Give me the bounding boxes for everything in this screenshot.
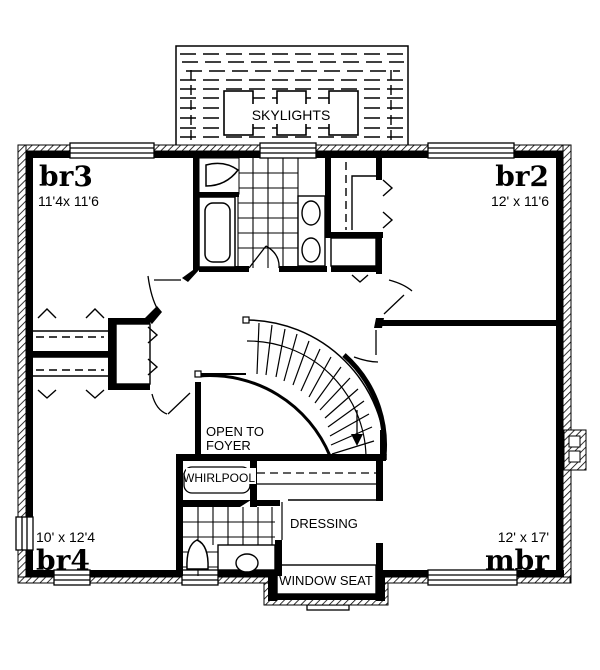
room-mbr: 12' x 17' mbr bbox=[485, 529, 550, 577]
room-dimensions-mbr: 12' x 17' bbox=[498, 529, 549, 545]
sink-icon bbox=[301, 237, 321, 263]
sink-icon bbox=[235, 553, 259, 573]
window-seat-label: WINDOW SEAT bbox=[279, 573, 373, 588]
br2-closet bbox=[330, 162, 394, 283]
toilet-icon bbox=[205, 162, 240, 187]
window-seat-bay: WINDOW SEAT bbox=[263, 564, 389, 606]
whirlpool-label: WHIRLPOOL bbox=[183, 471, 255, 485]
sink-icon bbox=[301, 200, 321, 226]
chimney bbox=[563, 429, 587, 471]
room-dimensions-br3: 11'4x 11'6 bbox=[38, 193, 99, 209]
interior-walls bbox=[33, 158, 558, 579]
skylight-roof: SKYLIGHTS bbox=[175, 45, 409, 147]
open-to-foyer-label-1: OPEN TO bbox=[206, 424, 264, 439]
room-name-br4: br4 bbox=[36, 544, 90, 577]
room-name-mbr: mbr bbox=[485, 544, 550, 577]
master-bath: WHIRLPOOL DRESSING bbox=[183, 466, 376, 576]
room-br3: br3 11'4x 11'6 bbox=[38, 160, 99, 209]
bedroom-closets bbox=[33, 308, 159, 399]
dressing-label: DRESSING bbox=[290, 516, 358, 531]
room-br2: br2 12' x 11'6 bbox=[491, 160, 549, 209]
door-swings bbox=[147, 275, 413, 415]
hall-bath bbox=[198, 157, 326, 269]
room-dimensions-br2: 12' x 11'6 bbox=[491, 193, 549, 209]
room-name-br2: br2 bbox=[495, 160, 549, 193]
room-name-br3: br3 bbox=[39, 160, 93, 193]
room-br4: 10' x 12'4 br4 bbox=[36, 529, 95, 577]
open-to-foyer-label-2: FOYER bbox=[206, 438, 251, 453]
bathtub-icon bbox=[204, 202, 231, 263]
curved-staircase: OPEN TO FOYER bbox=[194, 316, 387, 461]
room-dimensions-br4: 10' x 12'4 bbox=[36, 529, 95, 545]
stair-direction-arrow-icon bbox=[351, 434, 363, 446]
toilet-icon bbox=[186, 539, 209, 570]
skylights-label: SKYLIGHTS bbox=[252, 107, 331, 123]
